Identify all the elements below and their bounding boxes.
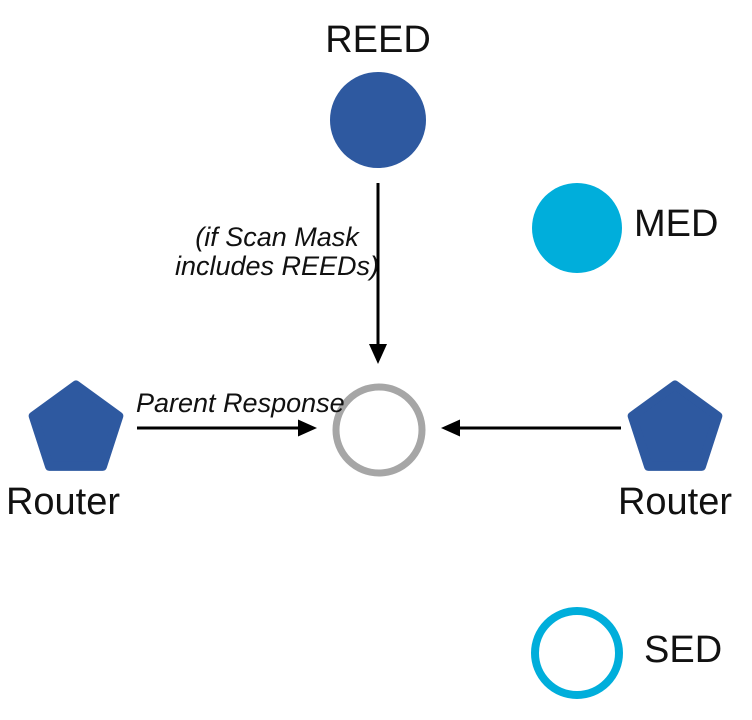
router-left-to-parent-arrowhead — [298, 419, 317, 437]
parent-response-annotation: Parent Response — [136, 388, 345, 418]
med-node-circle — [532, 183, 622, 273]
router-right-node-label: Router — [617, 481, 733, 523]
scan-mask-annotation-line2: includes REEDs) — [174, 251, 380, 281]
router-right-to-parent-arrow — [441, 419, 621, 437]
reed-node-circle — [330, 72, 426, 168]
scan-mask-annotation-line1: (if Scan Mask — [195, 222, 359, 252]
router-left-to-parent-arrow — [137, 419, 317, 437]
reed-to-parent-arrow — [369, 183, 387, 364]
scan-mask-annotation: (if Scan Mask includes REEDs) — [175, 223, 379, 281]
reed-node-label: REED — [325, 19, 431, 61]
router-left-pentagon — [28, 380, 124, 471]
router-left-node-label: Router — [5, 481, 121, 523]
reed-to-parent-arrowhead — [369, 344, 387, 364]
parent-node-circle — [332, 383, 426, 477]
router-right-pentagon — [627, 380, 723, 471]
sed-node-circle — [531, 607, 623, 699]
sed-node-label: SED — [644, 629, 723, 671]
router-right-to-parent-arrowhead — [441, 419, 460, 437]
med-node-label: MED — [634, 203, 719, 245]
